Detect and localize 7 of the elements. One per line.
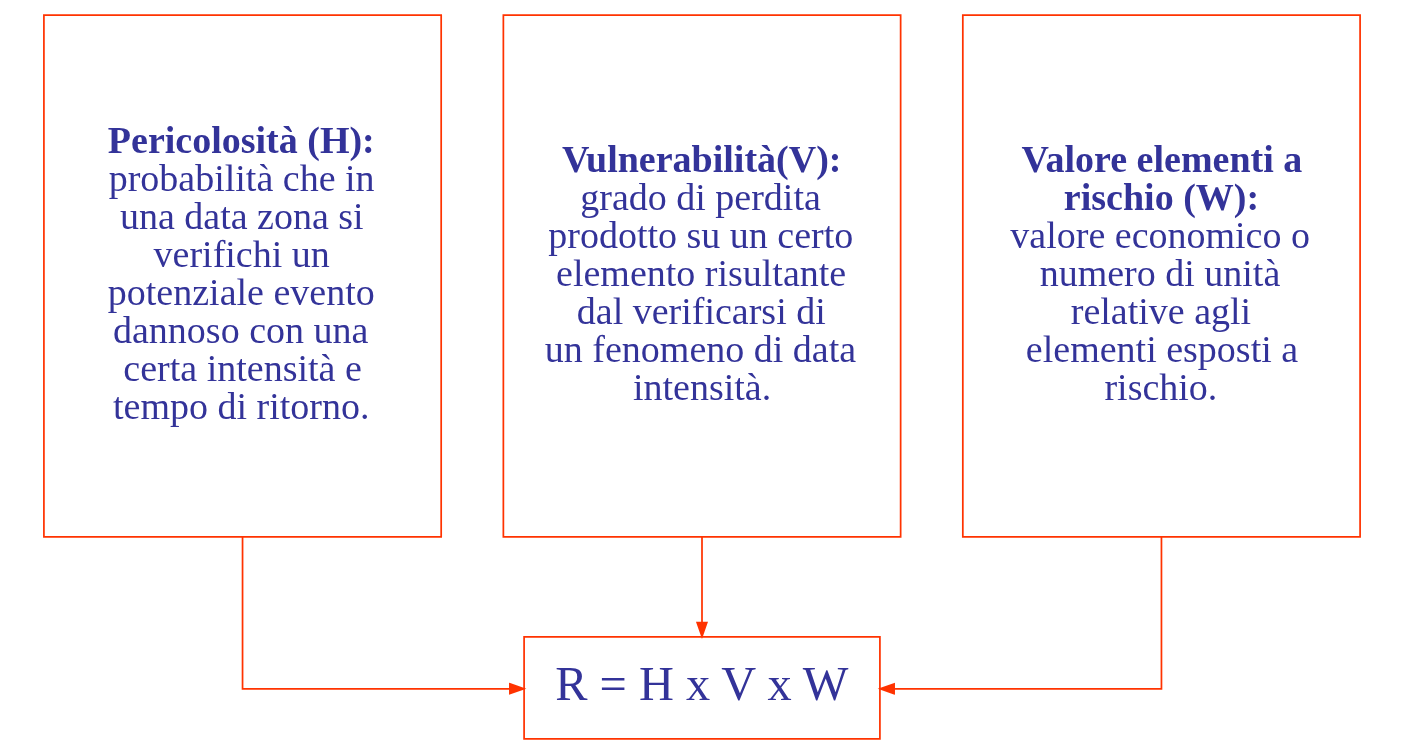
node-box: Vulnerabilità(V): grado di perdita prodotto su un certo elemento risultante dal verificarsi di un fenomeno di data intensità. (502, 14, 901, 538)
node-box: Valore elementi a rischio (W): valore economico o numero di unità relative agli elementi esposti a rischio. (961, 14, 1361, 538)
arrow (241, 535, 526, 695)
node-box: Pericolosità (H): probabilità che in una data zona si verifichi un potenziale evento dannoso con una certa intensità e tempo di ritorno. (42, 14, 442, 538)
node-box: R = H x V x W (522, 636, 881, 740)
arrow (695, 536, 708, 639)
arrow (877, 535, 1162, 695)
